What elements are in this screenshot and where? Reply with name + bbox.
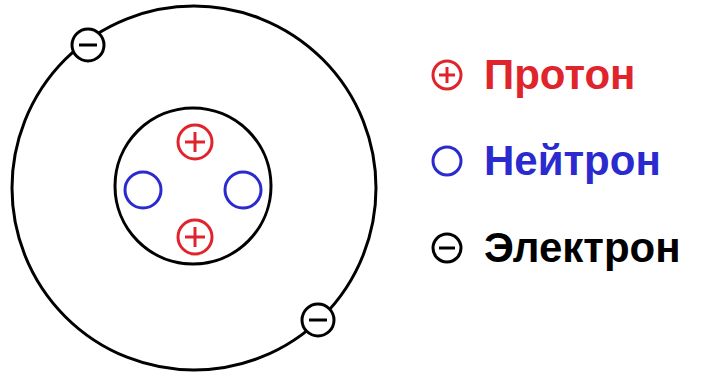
proton-symbol — [178, 220, 212, 254]
legend-label: Нейтрон — [484, 137, 661, 185]
electron-orbit — [12, 6, 376, 370]
legend-proton-symbol — [433, 61, 461, 89]
legend-neutron-symbol — [433, 147, 461, 175]
nucleus — [115, 108, 271, 264]
neutron-symbol — [125, 172, 161, 208]
legend-label: Протон — [484, 51, 636, 99]
legend-electron-symbol — [433, 234, 461, 262]
legend-label: Электрон — [484, 224, 681, 272]
electron-symbol — [302, 304, 334, 336]
electron-symbol — [72, 29, 104, 61]
neutron-symbol — [225, 172, 261, 208]
proton-symbol — [178, 125, 212, 159]
